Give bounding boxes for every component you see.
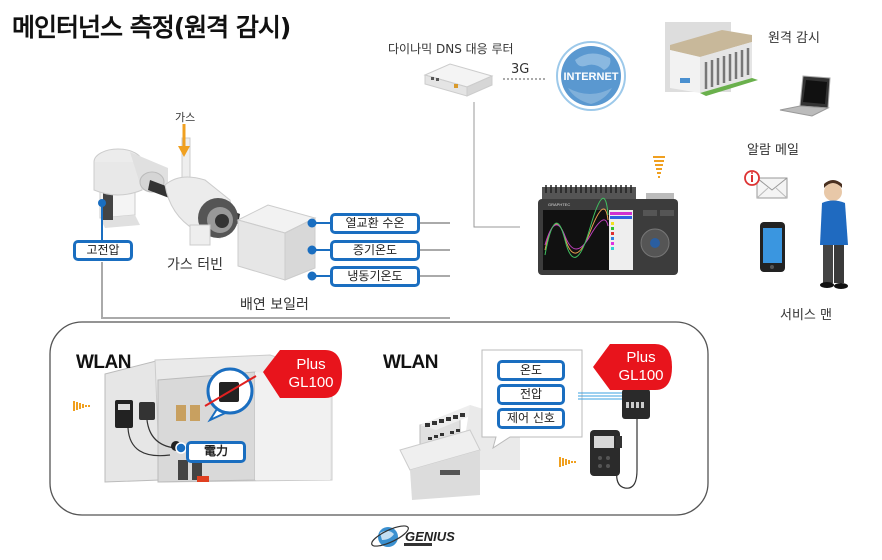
wlan-heading-left: WLAN — [76, 352, 131, 373]
alert-mail-icon — [744, 170, 788, 199]
wireless-signal-icon-left — [73, 401, 90, 411]
plus-gl100-badge-left — [263, 350, 342, 398]
badge-line2: GL100 — [618, 367, 664, 384]
wlan-panel-frame — [49, 321, 709, 516]
radio-wave-icon — [653, 156, 665, 178]
exhaust-boiler-icon — [236, 204, 330, 281]
router-to-logger-line — [473, 102, 520, 228]
service-man-icon — [820, 180, 848, 289]
wlan-heading-right: WLAN — [383, 352, 438, 373]
data-logger-icon — [538, 185, 678, 275]
alarm-mail-label: 알람 메일 — [747, 143, 799, 158]
power-tag: 電力 — [186, 441, 246, 463]
service-man-label: 서비스 맨 — [780, 308, 832, 323]
logger-brand: GRAPHTEC — [548, 202, 570, 207]
gas-turbine-icon — [164, 137, 238, 246]
badge-line1: Plus — [626, 349, 656, 366]
remote-monitor-label: 원격 감시 — [768, 31, 820, 46]
gl100-module-icon — [622, 389, 650, 419]
plus-gl100-label-left: Plus GL100 — [283, 356, 339, 392]
exhaust-boiler-label: 배연 보일러 — [240, 297, 309, 313]
3g-label: 3G — [511, 62, 530, 77]
gl100-handheld-icon — [590, 430, 622, 476]
connector-lines — [101, 222, 450, 319]
genius-logo-text: GENIUS — [405, 529, 455, 544]
heat-exchange-temp-tag: 열교환 수온 — [330, 213, 420, 234]
generator-icon — [93, 148, 168, 228]
laptop-icon — [779, 75, 831, 117]
building-icon — [665, 22, 758, 96]
page-title: 메인터넌스 측정(원격 감시) — [12, 13, 291, 42]
plus-gl100-badge-right — [593, 344, 672, 390]
control-signal-tag: 제어 신호 — [497, 408, 565, 429]
current-clamp-callout — [204, 367, 257, 423]
smartphone-icon — [760, 222, 785, 272]
steam-temp-tag: 증기온도 — [330, 240, 420, 261]
temperature-tag: 온도 — [497, 360, 565, 381]
refrigerator-temp-tag: 냉동기온도 — [330, 266, 420, 287]
plus-gl100-label-right: Plus GL100 — [612, 349, 670, 385]
internet-globe-icon — [556, 41, 626, 111]
internet-label: INTERNET — [564, 71, 619, 83]
router-label: 다이나믹 DNS 대응 루터 — [388, 42, 514, 56]
badge-line2: GL100 — [288, 374, 334, 391]
gas-turbine-label: 가스 터빈 — [167, 257, 223, 273]
generator-voltage-tag: 고전압 — [73, 240, 133, 261]
gas-arrow-icon — [178, 124, 190, 157]
genius-logo-icon — [371, 525, 432, 547]
signal-wires — [578, 392, 628, 400]
gas-label: 가스 — [175, 111, 196, 124]
generator-to-bus-line — [101, 262, 450, 319]
router-icon — [423, 63, 494, 97]
badge-line1: Plus — [296, 356, 326, 373]
voltage-tag: 전압 — [497, 384, 565, 405]
wireless-signal-icon-right — [559, 457, 576, 467]
